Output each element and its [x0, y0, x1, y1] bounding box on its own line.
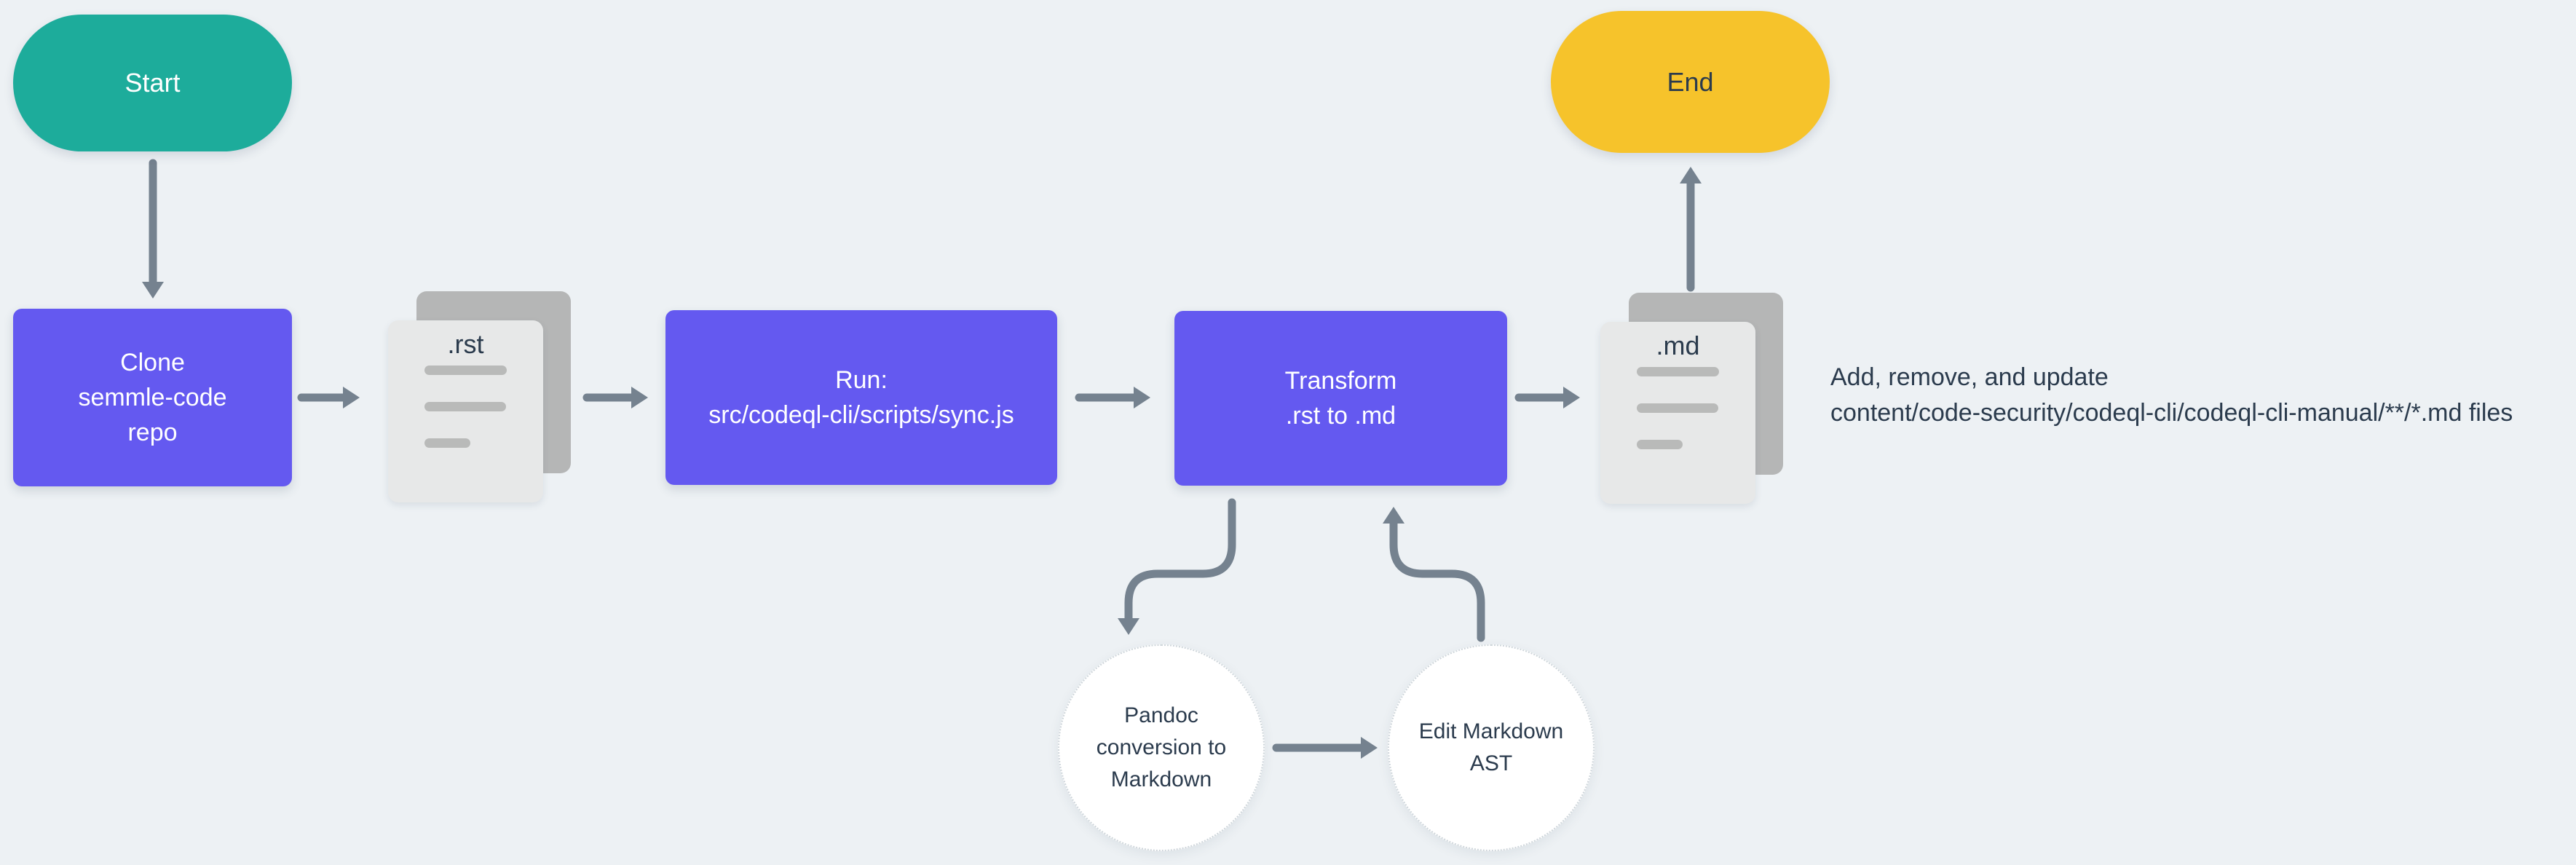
output-annotation-line: Add, remove, and update	[1830, 363, 2109, 391]
output-annotation: Add, remove, and update content/code-sec…	[1830, 360, 2513, 431]
run-script-label-line: src/codeql-cli/scripts/sync.js	[708, 401, 1014, 429]
md-files-icon: .md	[1600, 293, 1784, 504]
document-text-bar	[1637, 403, 1718, 413]
document-text-bar	[1637, 440, 1683, 449]
document-stack-front	[1600, 322, 1755, 504]
edit-ast-subprocess-node: Edit Markdown AST	[1388, 644, 1595, 851]
md-file-label: .md	[1656, 331, 1700, 360]
transform-label-line: .rst to .md	[1285, 402, 1396, 430]
transform-node: Transform .rst to .md	[1174, 311, 1507, 486]
start-node-label: Start	[125, 68, 181, 98]
document-text-bar	[424, 366, 507, 375]
pandoc-label-line: conversion to	[1096, 735, 1227, 759]
end-node: End	[1551, 11, 1830, 153]
rst-file-label: .rst	[447, 329, 484, 359]
transform-label-line: Transform	[1284, 367, 1397, 395]
output-annotation-line: content/code-security/codeql-cli/codeql-…	[1830, 399, 2513, 427]
arrow-editast-to-transform	[1383, 507, 1485, 642]
edit-ast-label-line: Edit Markdown	[1418, 719, 1564, 743]
clone-repo-node: Clone semmle-code repo	[13, 309, 292, 486]
run-script-node: Run: src/codeql-cli/scripts/sync.js	[665, 310, 1057, 485]
pandoc-label-line: Pandoc	[1124, 703, 1198, 727]
document-text-bar	[424, 438, 470, 448]
start-node: Start	[13, 15, 292, 151]
rst-files-icon: .rst	[388, 291, 572, 502]
clone-repo-label-line: Clone	[120, 349, 185, 376]
arrow-transform-to-pandoc	[1118, 498, 1236, 635]
document-text-bar	[1637, 367, 1719, 376]
pandoc-label-line: Markdown	[1110, 767, 1212, 791]
document-stack-front	[388, 320, 543, 502]
clone-repo-label-line: repo	[127, 419, 178, 446]
run-script-label-line: Run:	[835, 366, 888, 394]
clone-repo-label-line: semmle-code	[78, 384, 227, 411]
edit-ast-label-line: AST	[1469, 751, 1513, 775]
document-text-bar	[424, 402, 506, 411]
end-node-label: End	[1667, 66, 1714, 97]
pandoc-subprocess-node: Pandoc conversion to Markdown	[1058, 644, 1265, 851]
